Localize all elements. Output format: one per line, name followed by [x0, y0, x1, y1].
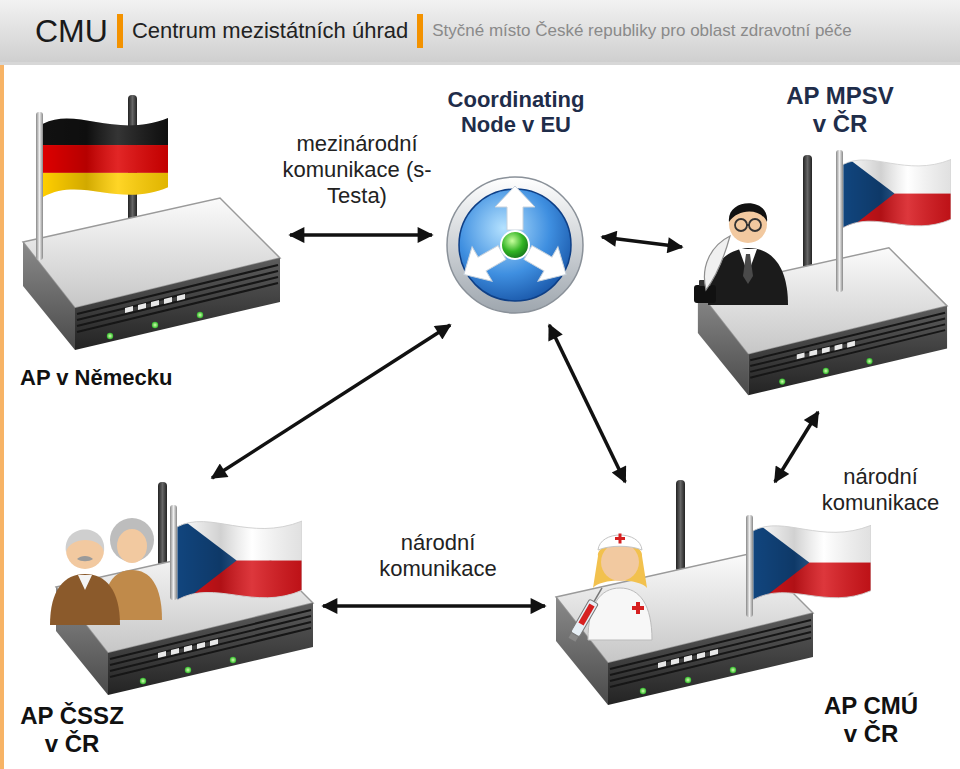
pensioners-figure — [50, 518, 162, 625]
router-cssz-part — [170, 505, 177, 600]
nurse-figure-part — [636, 602, 640, 614]
coordinating-node-icon-part-part — [495, 186, 535, 230]
edge-label: mezinárodní komunikace (s-Testa) — [282, 131, 431, 207]
edge-label: národní komunikace — [379, 530, 496, 581]
edge-label-box: národní komunikace — [807, 462, 955, 517]
edge-label-box: mezinárodní komunikace (s-Testa) — [278, 129, 436, 210]
header-subtitle: Centrum mezistátních úhrad — [132, 18, 408, 44]
coordinating-node-icon — [447, 177, 583, 313]
nurse-figure — [568, 534, 652, 643]
official-figure-part — [743, 254, 753, 284]
official-figure-part — [704, 236, 730, 290]
connector-arrow — [212, 325, 450, 478]
nurse-figure-part-part — [578, 604, 594, 626]
coordinating-node-icon-part — [501, 231, 529, 259]
header-shadow — [0, 62, 960, 65]
nurse-figure-part-part — [594, 588, 602, 602]
router-mpsv-part — [843, 155, 951, 234]
node-label: Coordinating Node v EU — [432, 87, 600, 138]
pensioners-figure-part — [117, 529, 147, 563]
edge-label: národní komunikace — [822, 464, 939, 515]
header-separator — [117, 14, 123, 48]
router-cmu-part — [676, 480, 685, 572]
nurse-figure-part — [568, 585, 607, 642]
official-figure-part — [747, 224, 749, 226]
pensioners-figure-part — [78, 575, 92, 590]
pensioners-figure-part — [66, 530, 104, 553]
access-point-node: AP v Německu — [15, 90, 290, 400]
router-germany — [23, 95, 280, 350]
nurse-figure-part-part — [571, 599, 599, 637]
node-label: AP v Německu — [20, 365, 240, 390]
nurse-figure-part — [593, 544, 647, 588]
router-cssz-part — [177, 515, 302, 606]
router-mpsv — [694, 150, 951, 395]
connector-arrow — [549, 325, 625, 482]
official-figure — [694, 203, 788, 305]
edge-label-box: národní komunikace — [364, 528, 512, 583]
coordinating-node-icon-part — [447, 177, 583, 313]
pensioners-figure-part — [50, 574, 120, 625]
router-cssz — [50, 482, 313, 695]
official-figure-part — [735, 219, 747, 231]
pensioners-figure-part — [110, 518, 154, 562]
access-point-node: Coordinating Node v EU — [432, 85, 602, 325]
router-mpsv-part — [803, 155, 812, 270]
header-separator — [417, 14, 423, 48]
router-mpsv-part — [698, 248, 947, 395]
connector-arrow — [602, 237, 682, 247]
header-tagline: Styčné místo České republiky pro oblast … — [432, 21, 852, 41]
router-cssz-part — [158, 482, 167, 566]
header-title: CMU — [35, 13, 108, 50]
router-cmu-part — [746, 515, 753, 617]
access-point-node: AP ČSSZ v ČR — [5, 478, 323, 763]
pensioners-figure-part — [77, 556, 93, 561]
connector-arrow — [323, 604, 545, 608]
node-label: AP MPSV v ČR — [781, 82, 899, 137]
router-germany-part — [36, 112, 43, 260]
nurse-figure-part — [588, 588, 652, 640]
router-mpsv-part — [836, 150, 843, 292]
official-figure-part — [729, 203, 767, 222]
nurse-figure-part — [619, 534, 622, 544]
header: CMU Centrum mezistátních úhrad Styčné mí… — [0, 0, 960, 62]
side-stripe — [0, 65, 4, 769]
access-point-node: AP MPSV v ČR — [682, 80, 957, 412]
router-germany-part — [23, 198, 280, 350]
coordinating-node-icon-part — [454, 186, 576, 292]
nurse-figure-part — [601, 543, 639, 581]
connector-arrow — [290, 233, 432, 237]
node-label: AP CMÚ v ČR — [817, 692, 925, 747]
router-germany-part — [43, 112, 168, 203]
official-figure-part — [749, 219, 761, 231]
access-point-node: AP CMÚ v ČR — [545, 482, 940, 764]
router-cmu-part — [753, 520, 871, 606]
node-label: AP ČSSZ v ČR — [13, 702, 131, 757]
header-band — [0, 0, 960, 62]
